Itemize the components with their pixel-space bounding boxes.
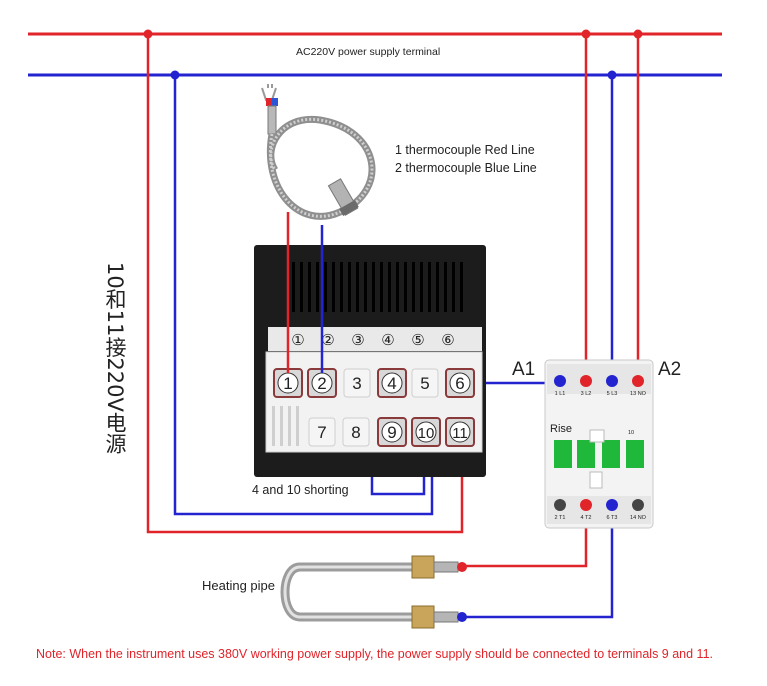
contactor-top-label: 5 L3: [607, 391, 618, 397]
terminal-number: ⑥: [441, 331, 454, 349]
wire-t3-to-heater: [462, 505, 614, 619]
terminal-screw: [308, 417, 336, 447]
terminal-row-1-numbers: 1 2 3 4 5 6: [283, 374, 464, 393]
vertical-power-note: 10和11接220V电源: [103, 262, 127, 454]
terminal-screw: [343, 368, 371, 398]
terminal-number-row: ① ② ③ ④ ⑤ ⑥: [291, 331, 454, 349]
terminal-label: 9: [387, 423, 396, 442]
terminal-row-2: [308, 417, 475, 447]
terminal-number: ②: [321, 331, 334, 349]
terminal-ribs: [272, 406, 299, 446]
supply-label: AC220V power supply terminal: [296, 46, 440, 58]
terminal-label: 4: [387, 374, 396, 393]
terminal-screw: [342, 417, 370, 447]
terminal-number: ①: [291, 331, 304, 349]
a2-label: A2: [658, 359, 681, 380]
terminal-label: 7: [317, 423, 326, 442]
terminal-number: ⑤: [411, 331, 424, 349]
terminal-number: ③: [351, 331, 364, 349]
heating-pipe: [280, 555, 467, 629]
terminal-label: 6: [455, 374, 464, 393]
contactor-bottom-label: 14 NO: [630, 515, 647, 521]
terminal-row-2-numbers: 7 8 9 10 11: [317, 423, 468, 442]
a1-label: A1: [512, 359, 535, 380]
thermocouple-blue-label: 2 thermocouple Blue Line: [395, 161, 537, 175]
contactor-mid-label: 10: [628, 430, 634, 436]
contactor-top-label: 1 L1: [555, 391, 566, 397]
bottom-note: Note: When the instrument uses 380V work…: [36, 647, 714, 661]
contactor-bottom-label: 4 T2: [581, 515, 592, 521]
contactor-brand: Rise: [550, 423, 572, 435]
thermocouple-probe: [261, 84, 376, 220]
terminal-label: 3: [352, 374, 361, 393]
contactor-top-label: 13 NO: [630, 391, 647, 397]
shorting-label: 4 and 10 shorting: [252, 483, 349, 497]
contactor-terminal-labels: 1 L1 3 L2 5 L3 13 NO 2 T1 4 T2 6 T3 14 N…: [555, 391, 647, 521]
terminal-label: 2: [317, 374, 326, 393]
contactor-top-label: 3 L2: [581, 391, 592, 397]
thermocouple-red-label: 1 thermocouple Red Line: [395, 143, 535, 157]
terminal-label: 1: [283, 374, 292, 393]
terminal-screw: [411, 368, 439, 398]
terminal-label: 11: [452, 425, 468, 442]
contactor-bottom-label: 6 T3: [607, 515, 618, 521]
terminal-row-1: [273, 368, 475, 398]
ac-contactor: [544, 359, 654, 529]
contactor-bottom-label: 2 T1: [555, 515, 566, 521]
terminal-label: 5: [420, 374, 429, 393]
terminal-number: ④: [381, 331, 394, 349]
wire-live-to-terminal-11: [146, 34, 464, 534]
terminal-label: 8: [351, 423, 360, 442]
vent-grille: [292, 262, 463, 312]
heating-pipe-label: Heating pipe: [202, 578, 275, 593]
terminal-label: 10: [418, 425, 435, 442]
